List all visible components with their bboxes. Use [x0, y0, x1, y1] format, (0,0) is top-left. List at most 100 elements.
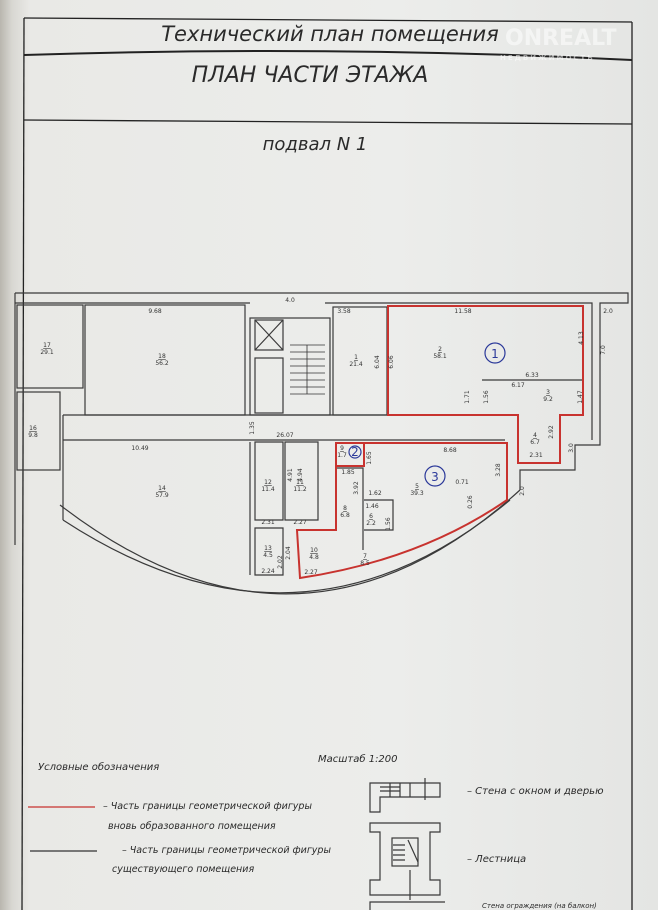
dimension-label: 2.27 [304, 569, 318, 576]
room-num: 16 [29, 425, 37, 432]
dimension-label: 2.0 [603, 308, 613, 315]
new-room-3-boundary [295, 442, 508, 580]
room-area: 6.7 [530, 439, 540, 446]
room-area: 39.3 [410, 490, 424, 497]
dimension-label: 6.33 [525, 372, 539, 379]
dimension-label: 1.46 [365, 503, 379, 510]
room-num: 4 [533, 432, 537, 439]
new-boundary-text-2: вновь образованного помещения [108, 821, 276, 832]
room-16-outline [16, 391, 61, 471]
svg-text:ONREALT: ONREALT [505, 26, 617, 51]
room-area: 57.9 [155, 492, 169, 499]
room-num: 13 [264, 545, 272, 552]
dimension-label: 0.26 [467, 495, 474, 509]
stairs-legend-text: – Лестница [467, 854, 526, 865]
room-num: 18 [158, 353, 166, 360]
scale-label: Масштаб 1:200 [318, 753, 398, 765]
room-num: 1 [354, 354, 358, 361]
dimension-label: 2.92 [548, 425, 555, 439]
dimension-label: 6.04 [374, 355, 381, 369]
room-area: 4.5 [263, 552, 273, 559]
marker-2-circle [348, 445, 362, 459]
new-room-1-boundary [387, 305, 584, 464]
dimension-label: 26.07 [276, 432, 293, 439]
dimension-label: 4.13 [578, 331, 585, 345]
room-area: 21.4 [349, 361, 363, 368]
dimension-label: 1.56 [483, 390, 490, 404]
room-area: 8.5 [360, 560, 370, 567]
dimension-label: 7.0 [600, 345, 607, 355]
dimension-label: 1.56 [385, 517, 392, 531]
dimension-label: 4.0 [285, 297, 295, 304]
dimension-label: 2.27 [293, 519, 307, 526]
watermark-logo: ONREALT НЕДВИЖИМОСТЬ [500, 26, 617, 62]
dimension-label: 2.02 [277, 555, 284, 569]
room-area: 9.2 [543, 396, 553, 403]
dimension-label: 11.58 [454, 308, 471, 315]
room-area: 11.4 [261, 486, 275, 493]
dimension-label: 10.49 [131, 445, 148, 452]
plan-subtitle: ПЛАН ЧАСТИ ЭТАЖА [192, 63, 429, 88]
marker-1-circle [484, 342, 506, 364]
dimension-label: 2.0 [519, 486, 526, 496]
room-num: 6 [369, 513, 373, 520]
room-num: 2 [438, 346, 442, 353]
room-area: 11.2 [293, 486, 307, 493]
dimension-label: 4.91 [287, 468, 294, 482]
stairs-symbol [369, 822, 441, 900]
floor-plan [14, 292, 629, 595]
room-num: 9 [340, 445, 344, 452]
railing-symbol [369, 901, 445, 910]
dimension-label: 9.68 [148, 308, 162, 315]
sheet-frame [21, 17, 633, 910]
room-area: 1.7 [337, 452, 347, 459]
existing-boundary-text-1: – Часть границы геометрической фигуры [122, 845, 331, 856]
room-area: 4.8 [309, 554, 319, 561]
marker-3-label: 3 [431, 470, 439, 484]
dimension-label: 3.92 [353, 481, 360, 495]
dimension-label: 1.85 [341, 469, 355, 476]
marker-1-label: 1 [491, 347, 499, 361]
room-17-outline [16, 304, 84, 389]
dimension-label: 2.31 [261, 519, 275, 526]
dimension-label: 1.65 [366, 451, 373, 465]
dimension-label: 2.04 [285, 546, 292, 560]
dimension-label: 6.06 [388, 355, 395, 369]
dimension-label: 8.68 [443, 447, 457, 454]
dimension-label: 2.31 [529, 452, 543, 459]
room-num: 17 [43, 342, 51, 349]
dimension-label: 6.17 [511, 382, 525, 389]
room-area: 9.8 [28, 432, 38, 439]
room-num: 14 [158, 485, 166, 492]
room-num: 7 [363, 553, 367, 560]
existing-boundary-text-2: существующего помещения [112, 864, 254, 875]
room-labels: 1729.11856.2169.81457.91211.41111.2134.5… [28, 342, 553, 567]
new-boundary-text-1: – Часть границы геометрической фигуры [103, 801, 312, 812]
marker-3-circle [424, 465, 446, 487]
dimension-label: 1.35 [249, 421, 256, 435]
room-num: 11 [296, 479, 304, 486]
svg-text:НЕДВИЖИМОСТЬ: НЕДВИЖИМОСТЬ [500, 54, 595, 62]
room-area: 58.1 [433, 353, 447, 360]
dimension-label: 1.62 [368, 490, 382, 497]
room-num: 3 [546, 389, 550, 396]
room-num: 8 [343, 505, 347, 512]
dimension-label: 1.47 [577, 390, 584, 404]
marker-2-label: 2 [351, 445, 359, 459]
staircase [249, 317, 331, 416]
dimension-label: 0.71 [455, 479, 469, 486]
room-num: 12 [264, 479, 272, 486]
wall-symbol [369, 778, 441, 813]
room-num: 5 [415, 483, 419, 490]
dimension-label: 3.28 [495, 463, 502, 477]
room-area: 6.8 [340, 512, 350, 519]
room-area: 56.2 [155, 360, 169, 367]
dimension-label: 2.24 [261, 568, 275, 575]
wall-legend-text: – Стена с окном и дверью [467, 786, 604, 797]
railing-legend-text: Стена ограждения (на балкон) [482, 902, 597, 910]
new-room-markers: 1 2 3 [348, 342, 506, 487]
document-title: Технический план помещения [161, 22, 499, 46]
dimension-label: 3.0 [568, 443, 575, 453]
